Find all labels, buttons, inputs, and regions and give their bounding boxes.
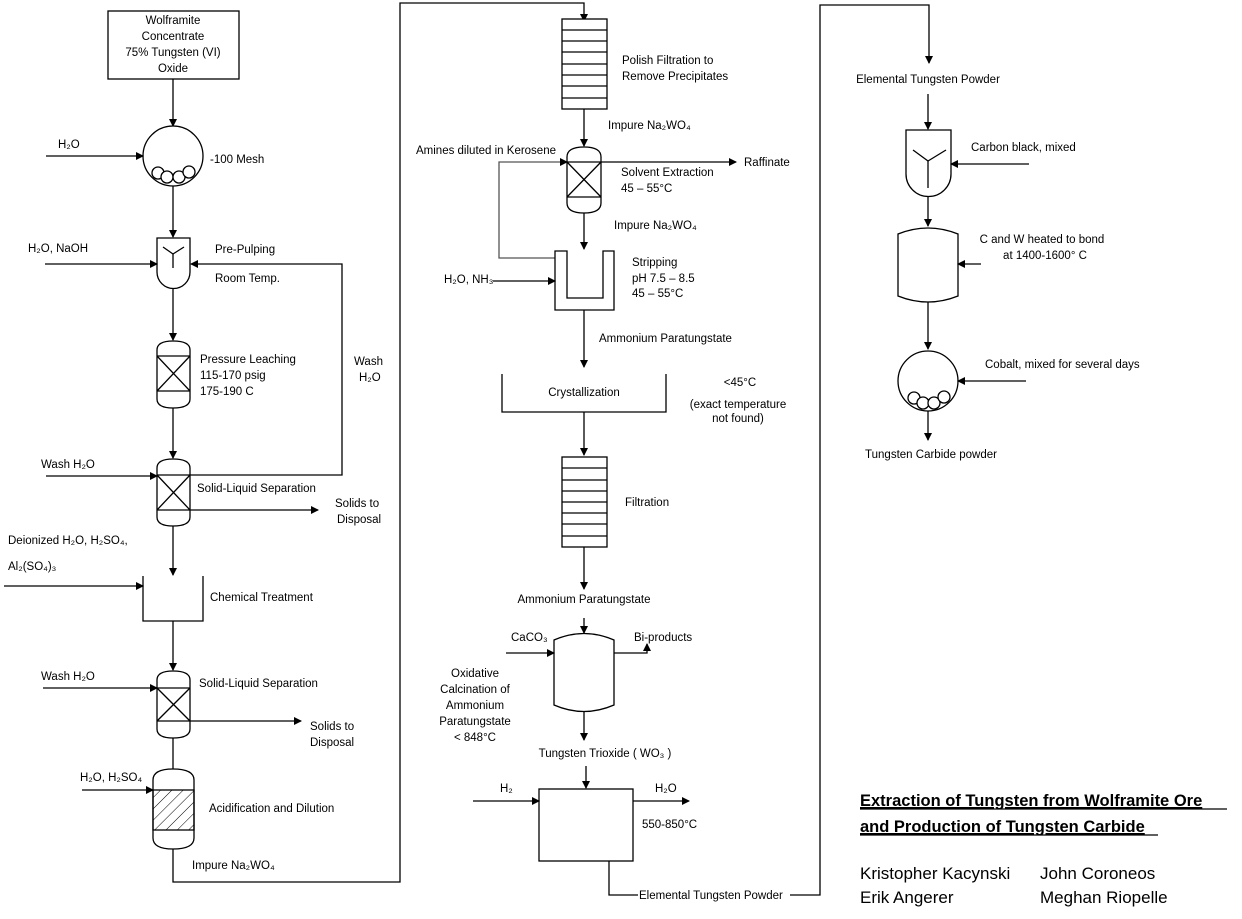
feed-label-4: Oxide — [158, 63, 188, 75]
mill-label: -100 Mesh — [210, 154, 264, 166]
solid-liquid-separator-2 — [156, 670, 191, 739]
reduction-furnace — [538, 788, 634, 862]
heater-label-2: at 1400-1600° C — [1003, 250, 1087, 262]
filter — [561, 456, 608, 548]
col3-in-label: Elemental Tungsten Powder — [856, 74, 1000, 86]
sls2-out-2: Disposal — [310, 737, 354, 749]
reduction-out-label: Elemental Tungsten Powder — [639, 890, 783, 902]
calcination-label-1: Oxidative — [451, 668, 499, 680]
leach-label-3: 175-190 C — [200, 386, 254, 398]
author-2: John Coroneos — [1040, 864, 1155, 883]
treatment-input-2: Al₂(SO₄)₃ — [8, 561, 57, 573]
acid-label: Acidification and Dilution — [209, 803, 334, 815]
sls2-out-1: Solids to — [310, 721, 354, 733]
raffinate-label: Raffinate — [744, 157, 790, 169]
diagram-title-line-1: Extraction of Tungsten from Wolframite O… — [860, 792, 1202, 810]
sx-label-2: 45 – 55°C — [621, 183, 672, 195]
calcination-label-2: Calcination of — [440, 684, 510, 696]
mill-input-label: H₂O — [58, 139, 80, 151]
heater-label-1: C and W heated to bond — [980, 234, 1105, 246]
cryst-note-2: (exact temperature — [690, 399, 787, 411]
reduction-output-label: H₂O — [655, 783, 677, 795]
sls2-label: Solid-Liquid Separation — [199, 678, 318, 690]
calcination-label-4: Paratungstate — [439, 716, 511, 728]
sls1-out-1: Solids to — [335, 498, 379, 510]
pressure-leaching-vessel — [156, 340, 191, 409]
feed-box: Wolframite Concentrate 75% Tungsten (VI)… — [107, 10, 240, 80]
cryst-note-3: not found) — [712, 413, 764, 425]
carburization-heater — [897, 227, 959, 303]
sls1-out-2: Disposal — [337, 514, 381, 526]
acid-input-label: H₂O, H₂SO₄ — [80, 772, 142, 784]
pulping-label-2: Room Temp. — [215, 273, 280, 285]
ball-mill-1 — [142, 125, 204, 187]
product-label: Tungsten Carbide powder — [865, 449, 997, 461]
recycle-label-1: Wash — [354, 356, 383, 368]
sx-out-label: Impure Na₂WO₄ — [614, 220, 697, 232]
calcination-out-label: Tungsten Trioxide ( WO₃ ) — [539, 748, 672, 760]
filter-out-label: Ammonium Paratungstate — [518, 594, 651, 606]
filter-label: Filtration — [625, 497, 669, 509]
calcination-input-label: CaCO₃ — [511, 632, 548, 644]
treatment-input-1: Deionized H₂O, H₂SO₄, — [8, 535, 128, 547]
stripping-input-label: H₂O, NH₃ — [444, 274, 494, 286]
carbon-mixer — [905, 129, 952, 198]
sx-input-label: Amines diluted in Kerosene — [416, 145, 556, 157]
acidification-vessel — [152, 768, 195, 850]
calcination-label-3: Ammonium — [446, 700, 504, 712]
sls1-input-label: Wash H₂O — [41, 459, 95, 471]
stream-byproducts — [614, 643, 651, 654]
stripping-label-3: 45 – 55°C — [632, 288, 683, 300]
solid-liquid-separator-1 — [156, 458, 191, 527]
stream-acid-to-polish — [172, 2, 588, 883]
mill2-input-label: Cobalt, mixed for several days — [985, 359, 1140, 371]
ball-mill-2 — [897, 350, 959, 412]
stripping-out-label: Ammonium Paratungstate — [599, 333, 732, 345]
pulping-label-1: Pre-Pulping — [215, 244, 275, 256]
polish-label-1: Polish Filtration to — [622, 55, 713, 67]
calcination-vessel — [553, 632, 615, 713]
stream-w-powder-to-col3 — [790, 4, 933, 896]
stripping-tank — [554, 250, 615, 311]
acid-out-label: Impure Na₂WO₄ — [192, 860, 275, 872]
cryst-note-1: <45°C — [724, 377, 756, 389]
stream-wash-recycle — [190, 260, 343, 476]
polish-filter — [561, 18, 608, 110]
treatment-label: Chemical Treatment — [210, 592, 314, 604]
cryst-label: Crystallization — [548, 387, 620, 399]
polish-label-2: Remove Precipitates — [622, 71, 728, 83]
sls1-label: Solid-Liquid Separation — [197, 483, 316, 495]
byproducts-label: Bi-products — [634, 632, 692, 644]
feed-label-3: 75% Tungsten (VI) — [125, 47, 220, 59]
feed-label-2: Concentrate — [142, 31, 205, 43]
polish-out-label: Impure Na₂WO₄ — [608, 120, 691, 132]
stripping-label-2: pH 7.5 – 8.5 — [632, 273, 695, 285]
recycle-label-2: H₂O — [359, 372, 381, 384]
diagram-title-line-2: and Production of Tungsten Carbide — [860, 818, 1145, 836]
reduction-temp-label: 550-850°C — [642, 819, 697, 831]
sls2-input-label: Wash H₂O — [41, 671, 95, 683]
mixer-input-label: Carbon black, mixed — [971, 142, 1076, 154]
author-1: Kristopher Kacynski — [860, 864, 1010, 883]
stream-amines-loop — [498, 158, 568, 259]
author-3: Erik Angerer — [860, 888, 954, 907]
reduction-input-label: H₂ — [500, 783, 513, 795]
solvent-extraction-column — [566, 146, 602, 214]
leach-label-2: 115-170 psig — [200, 370, 266, 382]
author-4: Meghan Riopelle — [1040, 888, 1168, 907]
calcination-label-5: < 848°C — [454, 732, 496, 744]
stripping-label-1: Stripping — [632, 257, 677, 269]
leach-label-1: Pressure Leaching — [200, 354, 296, 366]
chemical-treatment-tank — [142, 576, 204, 622]
stream-reducer-out-a — [608, 861, 638, 896]
pre-pulping-mixer — [156, 237, 191, 290]
pulping-input-label: H₂O, NaOH — [28, 243, 88, 255]
feed-label-1: Wolframite — [146, 15, 201, 27]
sx-label-1: Solvent Extraction — [621, 167, 714, 179]
